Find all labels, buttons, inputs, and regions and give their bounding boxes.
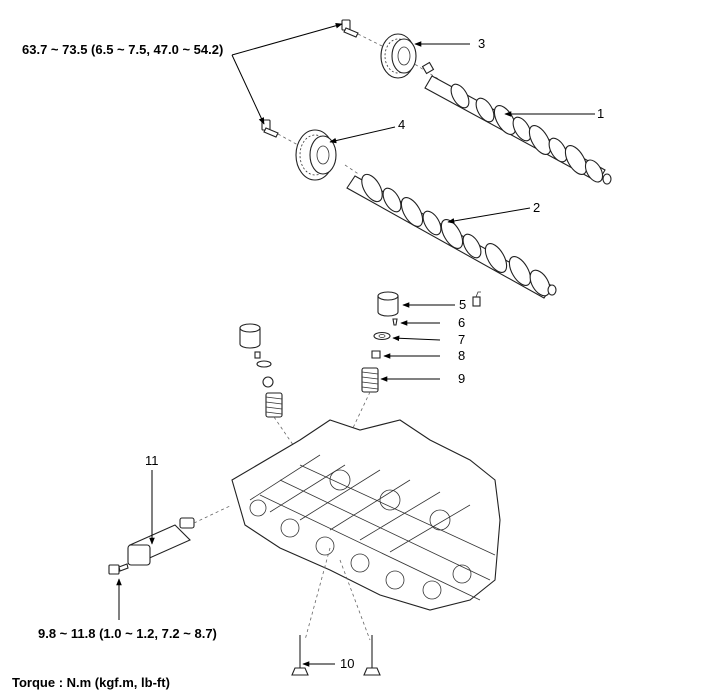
callout-6: 6 (458, 315, 466, 330)
camshaft-bolt-lower (261, 119, 299, 146)
callout-10: 10 (340, 656, 355, 671)
camshaft-bolt-upper (341, 19, 383, 47)
leader-lines (116, 23, 595, 667)
valves (291, 635, 381, 676)
valve-train-left (239, 323, 301, 456)
callout-5: 5 (459, 297, 467, 312)
torque-units-note: Torque : N.m (kgf.m, lb-ft) (12, 675, 170, 690)
callout-8: 8 (458, 348, 466, 363)
exhaust-camshaft (404, 57, 612, 185)
lubrication-oil-icon (472, 291, 481, 307)
intake-camshaft (344, 164, 557, 299)
callout-2: 2 (533, 200, 541, 215)
callout-7: 7 (458, 332, 466, 347)
callout-4: 4 (398, 117, 406, 132)
ocv-bolt-torque-label: 9.8 ~ 11.8 (1.0 ~ 1.2, 7.2 ~ 8.7) (38, 626, 217, 641)
callout-1: 1 (597, 106, 605, 121)
exhaust-cvvt-sprocket (380, 33, 417, 79)
oil-control-valve (108, 504, 233, 575)
callout-3: 3 (478, 36, 486, 51)
intake-cvvt-sprocket (295, 129, 337, 181)
cylinder-head (231, 419, 501, 641)
camshaft-bolt-torque-label: 63.7 ~ 73.5 (6.5 ~ 7.5, 47.0 ~ 54.2) (22, 42, 224, 57)
callout-11: 11 (145, 453, 159, 468)
callout-9: 9 (458, 371, 466, 386)
valve-train-right (351, 291, 399, 431)
